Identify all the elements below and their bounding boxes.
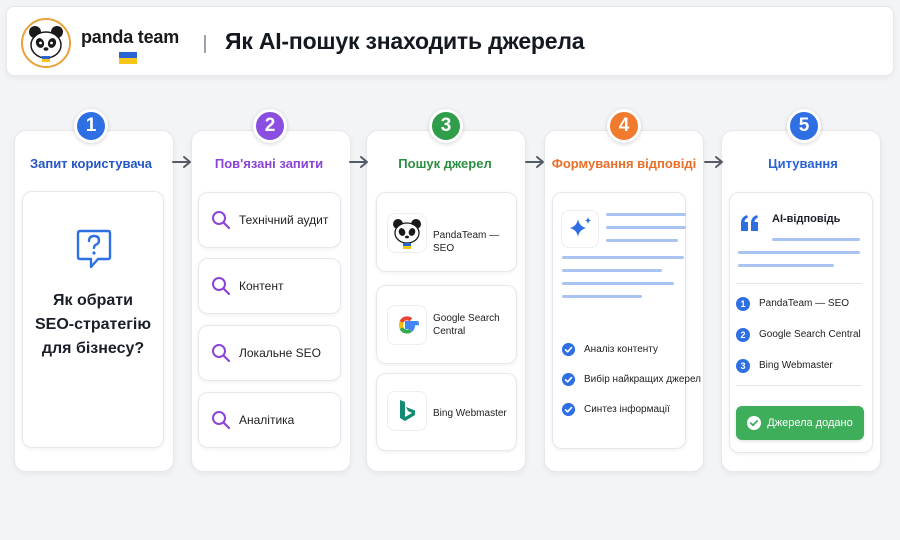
quote-icon	[741, 215, 758, 231]
divider	[736, 385, 862, 386]
page-title: Як AI-пошук знаходить джерела	[225, 28, 585, 54]
citation-number: 2	[736, 328, 750, 342]
arrow-right-icon	[349, 156, 368, 168]
related-item[interactable]: Аналітика	[198, 392, 341, 448]
text-line	[606, 226, 686, 229]
query-panel: Як обрати SEO-стратегію для бізнесу?	[22, 191, 164, 448]
step-title-3: Пошук джерел	[398, 156, 492, 171]
step-title-1: Запит користувача	[29, 156, 153, 171]
text-line	[738, 264, 834, 267]
check-circle-icon	[562, 403, 575, 416]
arrow-right-icon	[525, 156, 544, 168]
source-item[interactable]: Google Search Central	[376, 285, 517, 364]
source-label: Bing Webmaster	[433, 408, 507, 419]
text-line	[606, 213, 686, 216]
related-item-label: Локальне SEO	[239, 346, 321, 360]
query-line-2: SEO-стратегію	[34, 316, 152, 333]
citation-heading: AI-відповідь	[772, 213, 841, 225]
related-item-label: Контент	[239, 279, 284, 293]
citation-number: 3	[736, 359, 750, 373]
related-item-label: Технічний аудит	[239, 213, 329, 227]
check-circle-icon	[747, 416, 762, 430]
brand-name: panda team	[81, 27, 180, 47]
step-number-2: 2	[253, 109, 287, 143]
bing-logo-icon	[387, 391, 427, 431]
header: panda team Як AI-пошук знаходить джерела	[6, 6, 894, 76]
text-line	[562, 256, 684, 259]
query-line-3: для бізнесу?	[41, 340, 145, 357]
source-label: PandaTeam — SEO	[433, 230, 500, 254]
step-title-5: Цитування	[768, 156, 838, 171]
query-line-1: Як обрати	[53, 292, 133, 309]
search-icon	[212, 211, 231, 230]
citation-number: 1	[736, 297, 750, 311]
divider	[736, 283, 862, 284]
text-line	[606, 239, 678, 242]
step-number-3: 3	[429, 109, 463, 143]
step-title-4: Формування відповіді	[551, 156, 697, 171]
arrow-right-icon	[704, 156, 723, 168]
related-item-label: Аналітика	[239, 413, 295, 427]
check-circle-icon	[562, 373, 575, 386]
search-icon	[212, 277, 231, 296]
header-divider	[204, 35, 206, 53]
ukraine-flag-icon	[119, 52, 137, 64]
text-line	[562, 282, 674, 285]
related-item[interactable]: Локальне SEO	[198, 325, 341, 381]
text-line	[772, 238, 860, 241]
text-line	[562, 269, 662, 272]
related-item[interactable]: Технічний аудит	[198, 192, 341, 248]
citation-label[interactable]: Google Search Central	[759, 329, 861, 340]
source-label-line-1: Google Search	[433, 313, 500, 324]
citation-label[interactable]: Bing Webmaster	[759, 360, 833, 371]
text-line	[738, 251, 860, 254]
text-line	[562, 295, 642, 298]
panda-logo-icon	[387, 213, 427, 253]
panda-logo-icon	[21, 18, 71, 68]
citation-label[interactable]: PandaTeam — SEO	[759, 298, 850, 309]
source-label-line-2: Central	[433, 326, 466, 337]
step-number-4: 4	[607, 109, 641, 143]
sources-added-button[interactable]: Джерела додано	[736, 406, 864, 440]
sparkle-icon	[561, 210, 599, 248]
sources-added-label: Джерела додано	[767, 417, 853, 429]
check-circle-icon	[562, 343, 575, 356]
arrow-right-icon	[172, 156, 191, 168]
google-logo-icon	[387, 305, 427, 345]
source-item[interactable]: Bing Webmaster	[376, 373, 517, 451]
step-number-1: 1	[74, 109, 108, 143]
source-item[interactable]: PandaTeam — SEO	[376, 192, 517, 272]
step-number-5: 5	[787, 109, 821, 143]
related-item[interactable]: Контент	[198, 258, 341, 314]
search-icon	[212, 411, 231, 430]
step-title-2: Пов'язані запити	[214, 156, 324, 171]
search-icon	[212, 344, 231, 363]
check-label: Вибір найкращих джерел	[584, 374, 702, 385]
check-label: Аналіз контенту	[584, 344, 658, 355]
check-label: Синтез інформації	[584, 404, 670, 415]
question-bubble-icon	[76, 229, 112, 269]
